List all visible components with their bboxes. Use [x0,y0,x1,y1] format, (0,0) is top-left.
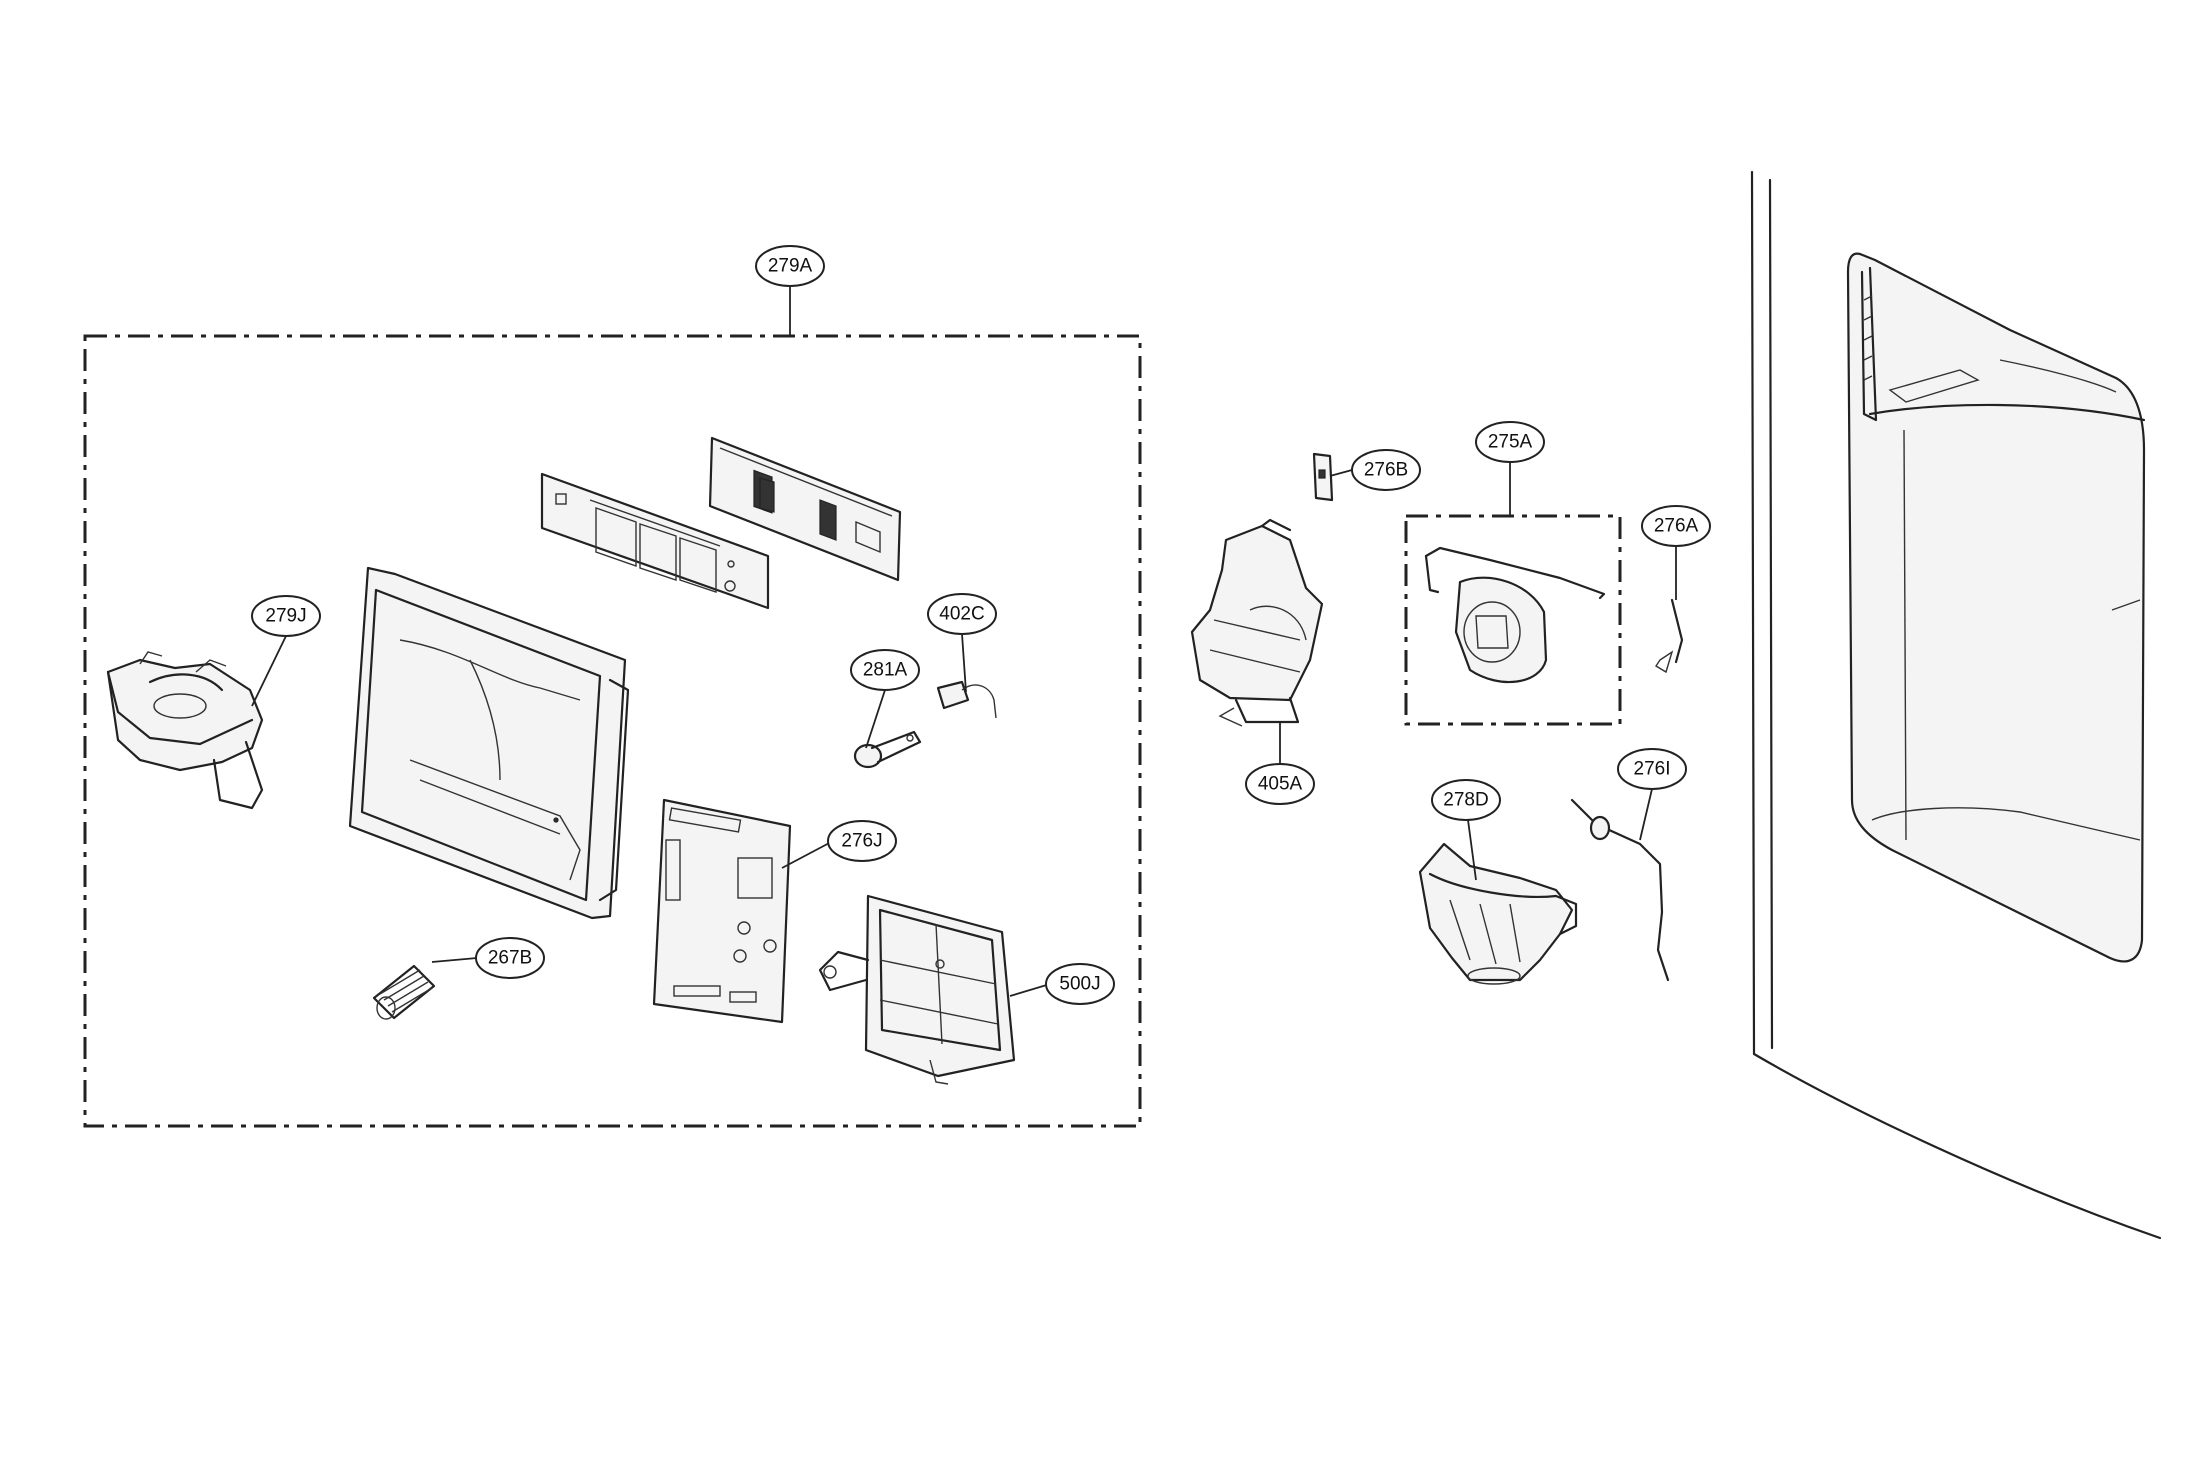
callout-267B-text: 267B [488,948,532,969]
callout-402C-text: 402C [939,604,984,625]
callout-276B: 276B [1351,449,1421,491]
callout-278D-text: 278D [1443,790,1488,811]
callout-281A-text: 281A [863,660,908,681]
callout-278D: 278D [1431,779,1501,821]
part-402C-switch [936,680,997,719]
part-500J-case [818,894,1016,1085]
part-276I-spring [1570,798,1670,982]
part-control-board-cover [708,436,902,582]
callout-267B: 267B [475,937,545,979]
callout-276J: 276J [827,820,897,862]
callout-279J: 279J [251,595,321,637]
part-267B-spring [372,964,436,1020]
callout-279A-text: 279A [768,256,813,277]
part-refrigerator-door [1750,170,2162,1240]
callout-279A: 279A [755,245,825,287]
leader-lines [251,286,1677,997]
callout-276A: 276A [1641,505,1711,547]
part-405A-motor [1190,518,1324,727]
callout-276J-text: 276J [841,831,882,852]
callout-405A: 405A [1245,763,1315,805]
callout-402C: 402C [927,593,997,635]
callout-405A-text: 405A [1258,774,1303,795]
assembly-275A-boundary [1404,514,1622,726]
part-276A-spring [1655,598,1684,674]
callout-276I: 276I [1617,748,1687,790]
callout-500J-text: 500J [1059,974,1100,995]
callout-276B-text: 276B [1364,460,1408,481]
callout-276I-text: 276I [1634,759,1671,780]
callout-281A: 281A [850,649,920,691]
part-275A-duct-door [1424,546,1606,684]
part-276B-bracket [1312,452,1334,502]
part-278D-funnel [1418,842,1578,985]
part-276J-pcb [652,798,792,1024]
callout-279J-text: 279J [265,606,306,627]
part-dispenser-frame [348,566,630,920]
part-281A-lever [853,730,922,769]
part-display-panel [540,472,770,610]
callout-500J: 500J [1045,963,1115,1005]
part-279J-chute-cap [106,651,264,810]
assembly-279A-boundary [83,334,1142,1128]
callout-276A-text: 276A [1654,516,1699,537]
callout-275A-text: 275A [1488,432,1533,453]
callout-275A: 275A [1475,421,1545,463]
